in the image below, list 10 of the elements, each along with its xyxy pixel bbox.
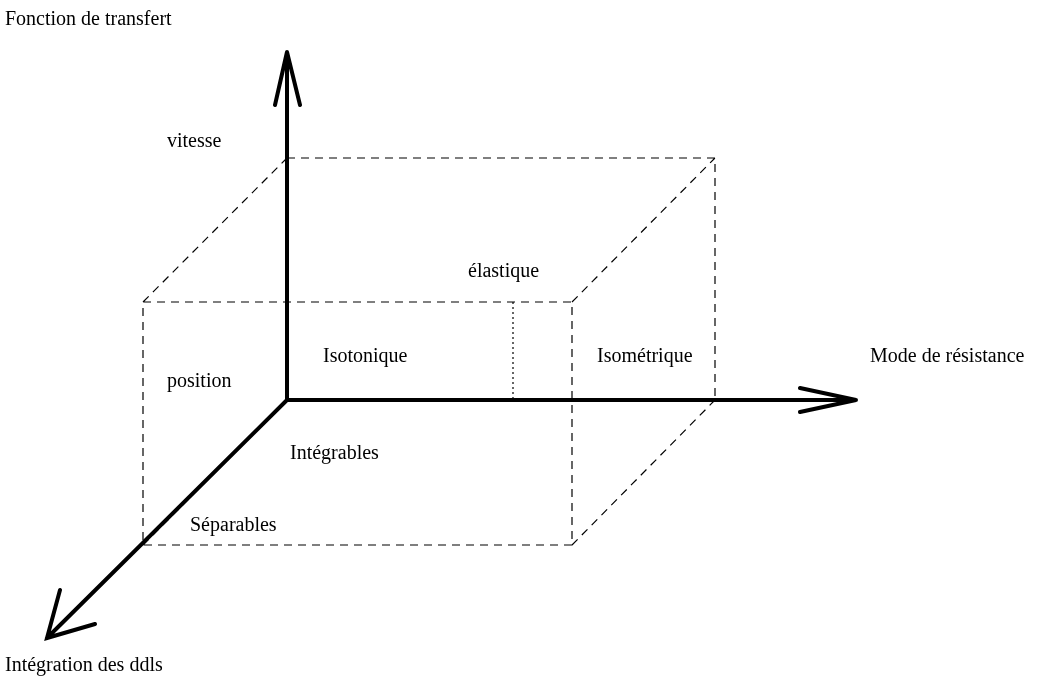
region-label: vitesse bbox=[167, 128, 222, 152]
axis-label: Mode de résistance bbox=[870, 343, 1025, 367]
region-label: Séparables bbox=[190, 512, 277, 536]
axis-label: Fonction de transfert bbox=[5, 6, 172, 30]
region-label: position bbox=[167, 368, 232, 392]
region-label: Isométrique bbox=[597, 343, 693, 367]
region-label: Intégrables bbox=[290, 440, 379, 464]
axis-label: Intégration des ddls bbox=[5, 652, 163, 676]
region-label: Isotonique bbox=[323, 343, 408, 367]
region-label: élastique bbox=[468, 258, 540, 282]
